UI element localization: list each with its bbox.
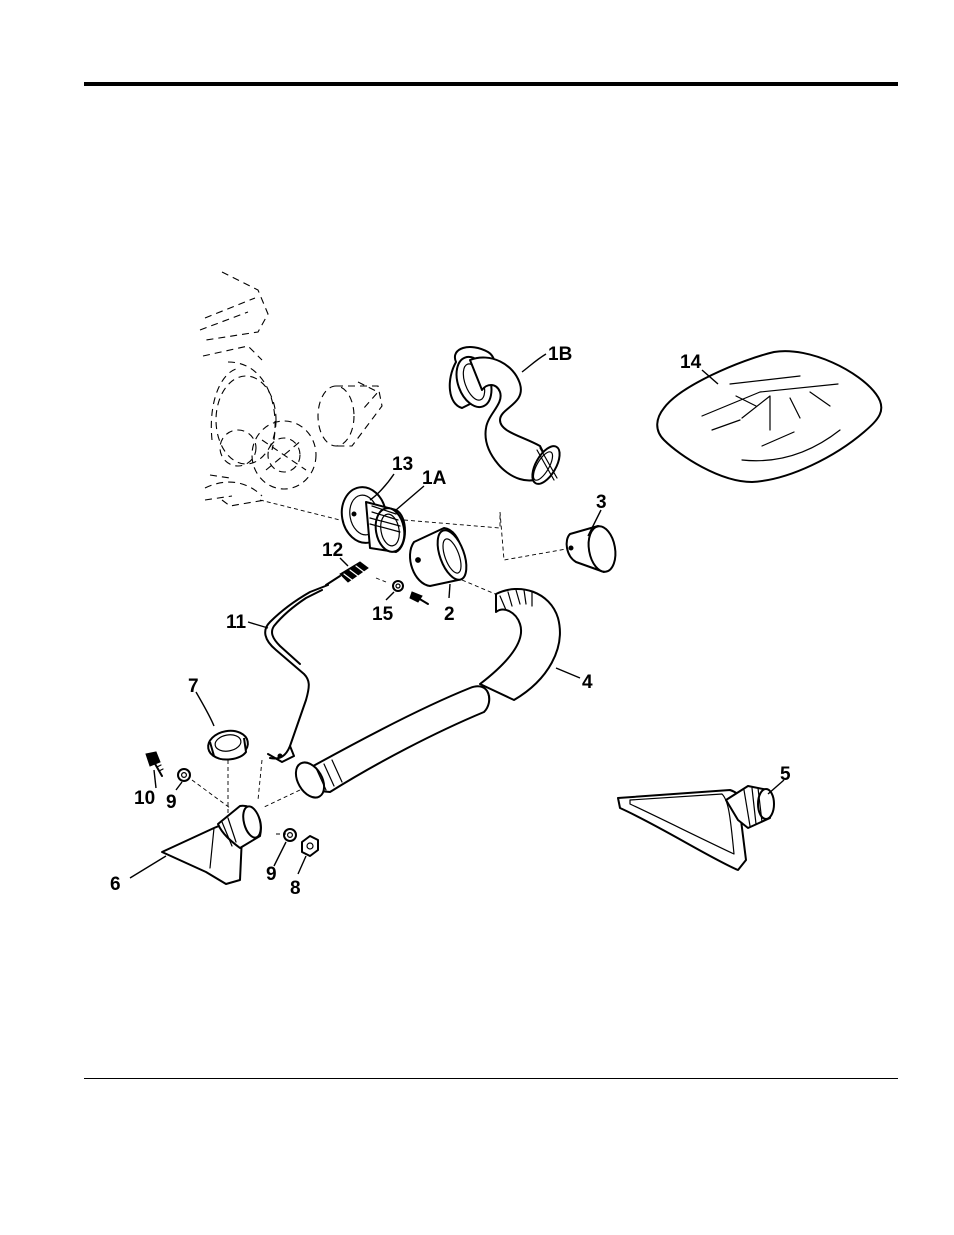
callout-5: 5 <box>780 764 791 785</box>
callout-15: 15 <box>372 604 394 625</box>
nozzle-6 <box>162 804 264 884</box>
callout-9-right: 9 <box>266 864 277 885</box>
rod-11 <box>265 585 328 762</box>
callout-2: 2 <box>444 604 455 625</box>
callout-1A: 1A <box>422 468 447 489</box>
callout-4: 4 <box>582 672 593 693</box>
clamp-ring-7 <box>206 728 250 816</box>
callout-1B: 1B <box>548 344 572 365</box>
elbow-duct-1B <box>450 347 565 488</box>
alignment-line-housing <box>260 500 340 520</box>
washer-9-left <box>178 769 190 781</box>
nozzle-5 <box>618 786 774 870</box>
callout-10: 10 <box>134 788 155 809</box>
callout-6: 6 <box>110 874 121 895</box>
alignment-line-11-to-6 <box>258 760 262 800</box>
nut-8 <box>302 836 318 856</box>
callout-13: 13 <box>392 454 413 475</box>
callout-3: 3 <box>596 492 607 513</box>
alignment-line-4-to-6 <box>262 790 300 808</box>
callout-12: 12 <box>322 540 343 561</box>
phantom-housing-outline <box>200 272 382 506</box>
callout-8: 8 <box>290 878 301 899</box>
alignment-line-2-to-4 <box>462 580 500 596</box>
cap-3 <box>567 524 619 574</box>
adapter-flange-1A <box>337 484 407 554</box>
hose-4 <box>290 589 560 802</box>
callout-14: 14 <box>680 352 702 373</box>
tube-2 <box>410 526 472 586</box>
callout-11: 11 <box>226 612 247 633</box>
callout-9-left: 9 <box>166 792 177 813</box>
washer-9-right <box>284 829 296 841</box>
callout-7: 7 <box>188 676 199 697</box>
